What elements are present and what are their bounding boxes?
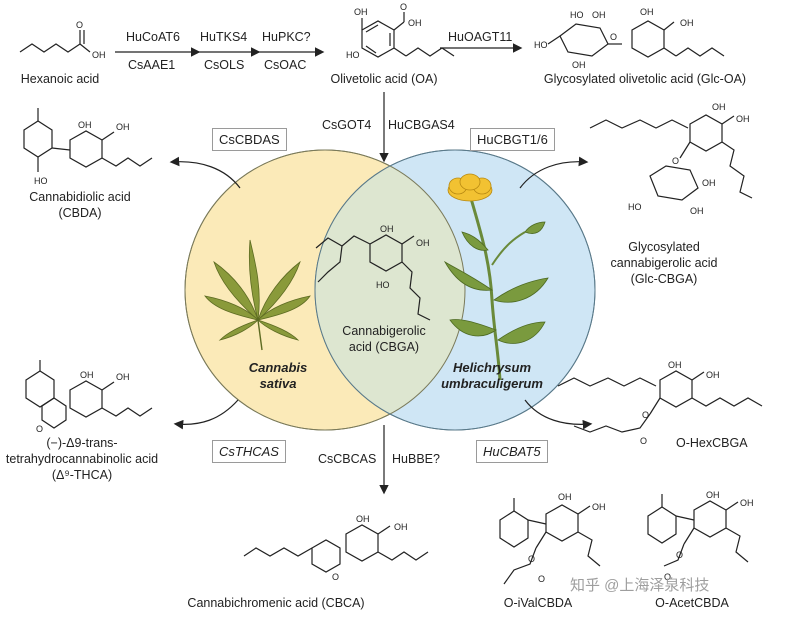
- glc-cbga-line1: Glycosylated: [628, 240, 700, 254]
- cbca-label: Cannabichromenic acid (CBCA): [187, 596, 365, 610]
- cannabis-sativa-line2: sativa: [259, 376, 297, 391]
- acetcbda-label: O-AcetCBDA: [655, 596, 729, 610]
- svg-text:HO: HO: [570, 10, 584, 20]
- thca-label-line1: (−)-Δ9-trans-: [46, 436, 118, 450]
- svg-text:O: O: [538, 574, 545, 584]
- cbga-label-line1: Cannabigerolic: [342, 324, 426, 338]
- hexanoic-acid-label: Hexanoic acid: [20, 72, 100, 86]
- svg-text:HO: HO: [628, 202, 642, 212]
- svg-text:OH: OH: [680, 18, 694, 28]
- svg-text:OH: OH: [116, 122, 130, 132]
- helichrysum-line2: umbraculigerum: [441, 376, 543, 391]
- box-csthcas: CsTHCAS: [212, 440, 286, 463]
- glc-oa-structure: [547, 20, 725, 58]
- svg-text:O: O: [332, 572, 339, 582]
- thca-label-line2: tetrahydrocannabinolic acid: [5, 452, 159, 466]
- enzyme-hubbe: HuBBE?: [392, 452, 440, 466]
- helichrysum-line1: Helichrysum: [452, 360, 532, 375]
- thca-structure: [25, 360, 153, 429]
- cannabis-leaf-icon: [204, 239, 311, 351]
- enzyme-hucoat6: HuCoAT6: [126, 30, 180, 44]
- thca-label-line3: (Δ⁹-THCA): [51, 468, 113, 482]
- svg-text:HO: HO: [376, 280, 390, 290]
- cbda-label-line2: (CBDA): [58, 206, 102, 220]
- svg-text:OH: OH: [356, 514, 370, 524]
- cbga-label-line2: acid (CBGA): [348, 340, 420, 354]
- hexcbga-label: O-HexCBGA: [676, 436, 748, 450]
- enzyme-cscbcas: CsCBCAS: [318, 452, 377, 466]
- svg-text:HO: HO: [34, 176, 48, 186]
- helichrysum-plant-icon: [443, 173, 549, 381]
- svg-text:OH: OH: [702, 178, 716, 188]
- svg-text:OH: OH: [592, 502, 606, 512]
- enzyme-csoac: CsOAC: [264, 58, 307, 72]
- cbda-structure: [23, 108, 153, 172]
- svg-text:OH: OH: [380, 224, 394, 234]
- glc-oa-label: Glycosylated olivetolic acid (Glc-OA): [543, 72, 747, 86]
- hexanoic-acid-structure: [19, 30, 91, 53]
- enzyme-csols: CsOLS: [204, 58, 245, 72]
- svg-text:OH: OH: [80, 370, 94, 380]
- svg-text:O: O: [664, 572, 671, 582]
- svg-text:O: O: [610, 32, 617, 42]
- venn-overlap: [314, 166, 466, 414]
- svg-text:O: O: [672, 156, 679, 166]
- svg-text:O: O: [640, 436, 647, 446]
- svg-text:OH: OH: [558, 492, 572, 502]
- svg-text:OH: OH: [92, 50, 106, 60]
- svg-text:OH: OH: [394, 522, 408, 532]
- ivalcbda-label: O-iValCBDA: [503, 596, 573, 610]
- svg-text:OH: OH: [78, 120, 92, 130]
- ivalcbda-structure: [499, 498, 601, 585]
- glc-cbga-line2: cannabigerolic acid: [610, 256, 718, 270]
- enzyme-csgot4: CsGOT4: [322, 118, 372, 132]
- enzyme-hupkc: HuPKC?: [262, 30, 311, 44]
- svg-text:OH: OH: [116, 372, 130, 382]
- watermark: 知乎 @上海泽泉科技: [570, 577, 710, 594]
- box-hucbat5: HuCBAT5: [476, 440, 548, 463]
- olivetolic-acid-label: Olivetolic acid (OA): [330, 72, 438, 86]
- enzyme-csaae1: CsAAE1: [128, 58, 176, 72]
- svg-text:OH: OH: [740, 498, 754, 508]
- box-hucbgt: HuCBGT1/6: [470, 128, 555, 151]
- svg-text:O: O: [400, 2, 407, 12]
- svg-text:OH: OH: [706, 370, 720, 380]
- svg-text:OH: OH: [572, 60, 586, 70]
- svg-text:OH: OH: [408, 18, 422, 28]
- enzyme-hucbgas4: HuCBGAS4: [388, 118, 455, 132]
- cbda-label-line1: Cannabidiolic acid: [29, 190, 131, 204]
- box-cscbdas: CsCBDAS: [212, 128, 287, 151]
- enzyme-huoagt11: HuOAGT11: [448, 30, 513, 44]
- svg-text:OH: OH: [668, 360, 682, 370]
- cbca-structure: [243, 524, 429, 573]
- svg-text:HO: HO: [346, 50, 360, 60]
- svg-text:OH: OH: [354, 7, 368, 17]
- hexcbga-structure: [557, 370, 763, 433]
- olivetolic-acid-structure: [361, 12, 455, 58]
- svg-text:O: O: [76, 20, 83, 30]
- acetcbda-structure: [647, 494, 749, 567]
- svg-text:OH: OH: [736, 114, 750, 124]
- svg-text:OH: OH: [712, 102, 726, 112]
- glc-cbga-line3: (Glc-CBGA): [630, 272, 698, 286]
- svg-text:OH: OH: [592, 10, 606, 20]
- svg-text:O: O: [36, 424, 43, 434]
- enzyme-hutks4: HuTKS4: [200, 30, 248, 44]
- svg-text:HO: HO: [534, 40, 548, 50]
- cannabis-sativa-line1: Cannabis: [248, 360, 308, 375]
- svg-text:O: O: [676, 550, 683, 560]
- svg-text:O: O: [528, 554, 535, 564]
- svg-text:OH: OH: [690, 206, 704, 216]
- svg-text:OH: OH: [416, 238, 430, 248]
- cbga-structure: [315, 234, 431, 321]
- svg-text:O: O: [642, 410, 649, 420]
- svg-text:OH: OH: [640, 7, 654, 17]
- glc-cbga-structure: [589, 114, 753, 201]
- svg-text:OH: OH: [706, 490, 720, 500]
